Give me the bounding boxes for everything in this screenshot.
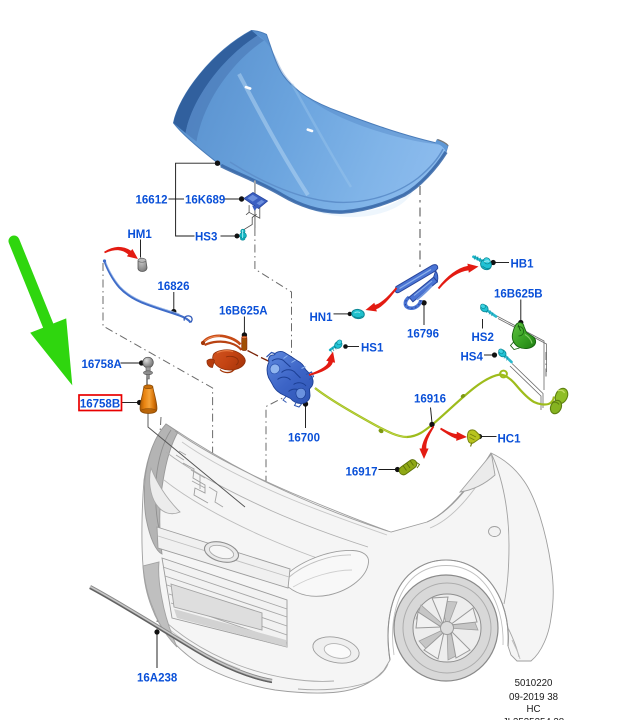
svg-text:16B625A: 16B625A — [219, 305, 268, 317]
svg-text:16826: 16826 — [158, 281, 190, 293]
svg-text:16B625B: 16B625B — [494, 288, 543, 300]
svg-text:16917: 16917 — [346, 466, 378, 478]
svg-text:HC: HC — [527, 704, 541, 715]
svg-text:16916: 16916 — [414, 393, 446, 405]
svg-text:16700: 16700 — [288, 432, 320, 444]
svg-text:HS4: HS4 — [461, 351, 484, 363]
svg-text:16K689: 16K689 — [185, 194, 225, 206]
svg-text:JL3535354 38: JL3535354 38 — [503, 717, 564, 720]
svg-text:HB1: HB1 — [511, 258, 535, 270]
svg-text:16796: 16796 — [407, 328, 439, 340]
svg-text:HS2: HS2 — [472, 332, 494, 344]
svg-text:09-2019 38: 09-2019 38 — [509, 692, 558, 703]
svg-text:16758A: 16758A — [82, 359, 122, 371]
svg-text:16A238: 16A238 — [137, 672, 178, 684]
svg-text:HS3: HS3 — [195, 231, 217, 243]
svg-text:HS1: HS1 — [361, 342, 384, 354]
svg-text:16758B: 16758B — [80, 398, 120, 410]
svg-text:16612: 16612 — [136, 194, 168, 206]
svg-text:HC1: HC1 — [498, 433, 522, 445]
svg-text:HM1: HM1 — [128, 229, 153, 241]
svg-text:5010220: 5010220 — [515, 678, 553, 689]
svg-text:HN1: HN1 — [310, 312, 334, 324]
